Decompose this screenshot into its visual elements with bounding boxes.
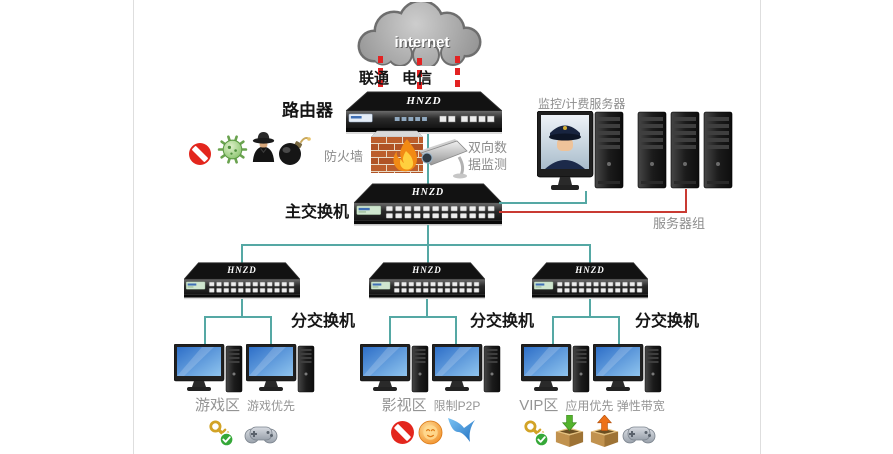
key-permission-icon xyxy=(208,419,234,447)
bomb-icon xyxy=(277,136,311,166)
surveillance-camera-icon xyxy=(419,133,475,179)
g1-drop-right xyxy=(270,316,272,348)
zone-name: 游戏区 xyxy=(194,397,240,414)
sub-switch-device-3: HNZD xyxy=(532,262,648,300)
g3-link-h xyxy=(552,316,620,318)
internet-cloud: internet internet xyxy=(357,2,482,66)
main-switch-label: 主交换机 xyxy=(285,204,350,221)
zone-label-game: 游戏区游戏优先 xyxy=(165,394,325,415)
trunk-drop-1 xyxy=(241,244,243,264)
main-to-servers-link-v xyxy=(685,189,687,211)
virus-icon xyxy=(217,134,248,165)
page-border-left xyxy=(133,0,134,454)
internet-label-shadow: internet xyxy=(395,35,450,52)
wan-dashed-link-1 xyxy=(378,56,383,100)
media-app-icon xyxy=(418,420,443,445)
block-icon xyxy=(188,142,212,166)
trunk-drop-3 xyxy=(589,244,591,264)
firewall-label: 防火墙 xyxy=(324,149,364,164)
g3-drop-right xyxy=(618,316,620,348)
main-switch-brand: HNZD xyxy=(411,187,445,198)
pc-workstation xyxy=(432,344,502,396)
firewall-icon xyxy=(371,127,423,175)
download-crate-icon xyxy=(553,415,586,448)
router-brand: HNZD xyxy=(406,95,442,107)
g1-drop-left xyxy=(204,316,206,348)
data-monitor-label: 双向数据监测 xyxy=(468,140,508,172)
router-device: HNZD xyxy=(346,91,502,135)
trunk-link-h xyxy=(241,244,591,246)
zone-label-vip: VIP区应用优先 弹性带宽 xyxy=(502,394,682,415)
police-monitor-icon xyxy=(537,111,595,197)
isp-label-unicom: 联通 xyxy=(359,70,390,87)
gamepad-icon xyxy=(622,423,656,445)
g1-link-h xyxy=(204,316,272,318)
router-label: 路由器 xyxy=(282,101,333,120)
server-tower-3 xyxy=(670,111,700,191)
pc-workstation xyxy=(246,344,316,396)
thunder-bird-icon xyxy=(446,416,476,444)
sub-switch-device-1: HNZD xyxy=(184,262,300,300)
sub-switch-brand-1: HNZD xyxy=(227,265,257,275)
sub-switch-brand-3: HNZD xyxy=(575,265,605,275)
main-to-monitor-link-v xyxy=(585,191,587,202)
isp-label-telecom: 电信 xyxy=(402,70,433,87)
gamepad-icon xyxy=(244,423,278,445)
sub-switch-label-1: 分交换机 xyxy=(291,313,356,330)
server-tower-1 xyxy=(594,111,624,191)
zone-policy: 游戏优先 xyxy=(247,399,296,413)
wan-dashed-link-3 xyxy=(455,56,460,100)
trunk-drop-2 xyxy=(427,244,429,264)
zone-name: VIP区 xyxy=(519,397,559,414)
billing-server-label: 监控/计费服务器 xyxy=(538,97,626,111)
g1-link-v xyxy=(241,299,243,317)
block-icon xyxy=(390,420,415,445)
main-to-servers-link-h xyxy=(499,211,687,213)
sub-switch-brand-2: HNZD xyxy=(412,265,442,275)
key-permission-icon xyxy=(523,419,549,447)
zone-policy: 应用优先 弹性带宽 xyxy=(565,399,665,413)
pc-workstation xyxy=(593,344,663,396)
g2-link-h xyxy=(389,316,457,318)
g2-drop-right xyxy=(455,316,457,348)
sub-switch-label-2: 分交换机 xyxy=(470,313,535,330)
g3-link-v xyxy=(589,299,591,317)
server-tower-4 xyxy=(703,111,733,191)
pc-workstation xyxy=(521,344,591,396)
zone-policy: 限制P2P xyxy=(433,399,481,413)
page-border-right xyxy=(760,0,761,454)
sub-switch-label-3: 分交换机 xyxy=(635,313,700,330)
g2-link-v xyxy=(426,299,428,317)
internet-label: internet xyxy=(394,34,449,51)
sub-switch-device-2: HNZD xyxy=(369,262,485,300)
server-group-label: 服务器组 xyxy=(653,216,706,231)
zone-name: 影视区 xyxy=(381,397,427,414)
hacker-icon xyxy=(249,131,278,163)
server-tower-2 xyxy=(637,111,667,191)
main-switch-device: HNZD xyxy=(354,183,502,227)
trunk-link-v xyxy=(427,225,429,245)
wan-dashed-link-2 xyxy=(417,58,422,100)
upload-crate-icon xyxy=(588,415,621,448)
g2-drop-left xyxy=(389,316,391,348)
main-to-monitor-link-h xyxy=(499,202,587,204)
g3-drop-left xyxy=(552,316,554,348)
pc-workstation xyxy=(360,344,430,396)
zone-label-video: 影视区限制P2P xyxy=(351,394,511,415)
pc-workstation xyxy=(174,344,244,396)
